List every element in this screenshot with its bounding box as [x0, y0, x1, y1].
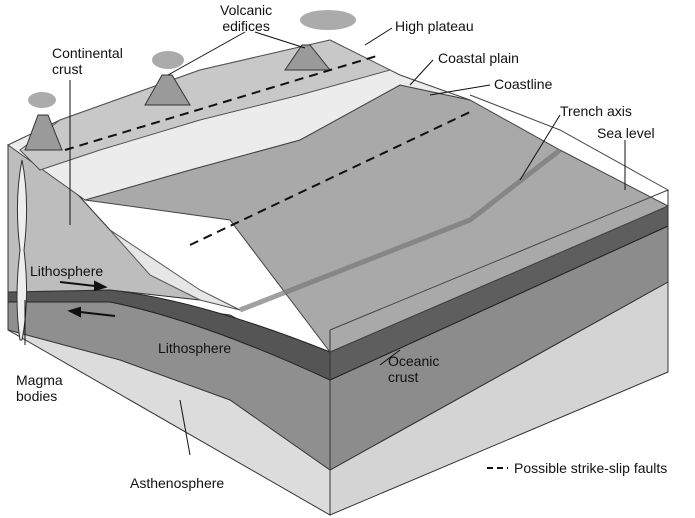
label-line: bodies: [16, 388, 58, 404]
label-line: Magma: [16, 372, 63, 388]
accretionary-wedge: [109, 229, 241, 311]
label-high-plateau: High plateau: [395, 18, 474, 34]
leader-lines: [24, 27, 626, 456]
volcano-1: [24, 114, 63, 151]
legend-label: Possible strike-slip faults: [514, 460, 668, 476]
label-line: crust: [52, 61, 83, 77]
label-line: Continental: [52, 45, 123, 61]
label-coastline: Coastline: [494, 76, 553, 92]
strike-slip-fault-1: [64, 54, 381, 151]
label-trench-axis: Trench axis: [560, 103, 632, 119]
label-lithosphere-lower: Lithosphere: [158, 340, 232, 356]
eruption-plumes: [28, 10, 356, 108]
motion-arrows: [59, 280, 116, 318]
label-line: Volcanic: [220, 2, 273, 18]
strike-slip-fault-2: [189, 111, 471, 246]
label-line: Oceanic: [388, 353, 440, 369]
label-coastal-plain: Coastal plain: [438, 50, 519, 66]
sea-level-box: [329, 94, 670, 331]
label-lithosphere-upper: Lithosphere: [30, 263, 104, 279]
label-sea-level: Sea level: [597, 125, 655, 141]
label-line: edifices: [222, 18, 270, 34]
label-asthenosphere: Asthenosphere: [130, 475, 225, 491]
volcano-2: [144, 74, 191, 106]
label-line: crust: [388, 369, 419, 385]
volcano-3: [284, 44, 332, 71]
magma-bodies: [16, 159, 28, 341]
trench-axis-line: [239, 148, 562, 313]
